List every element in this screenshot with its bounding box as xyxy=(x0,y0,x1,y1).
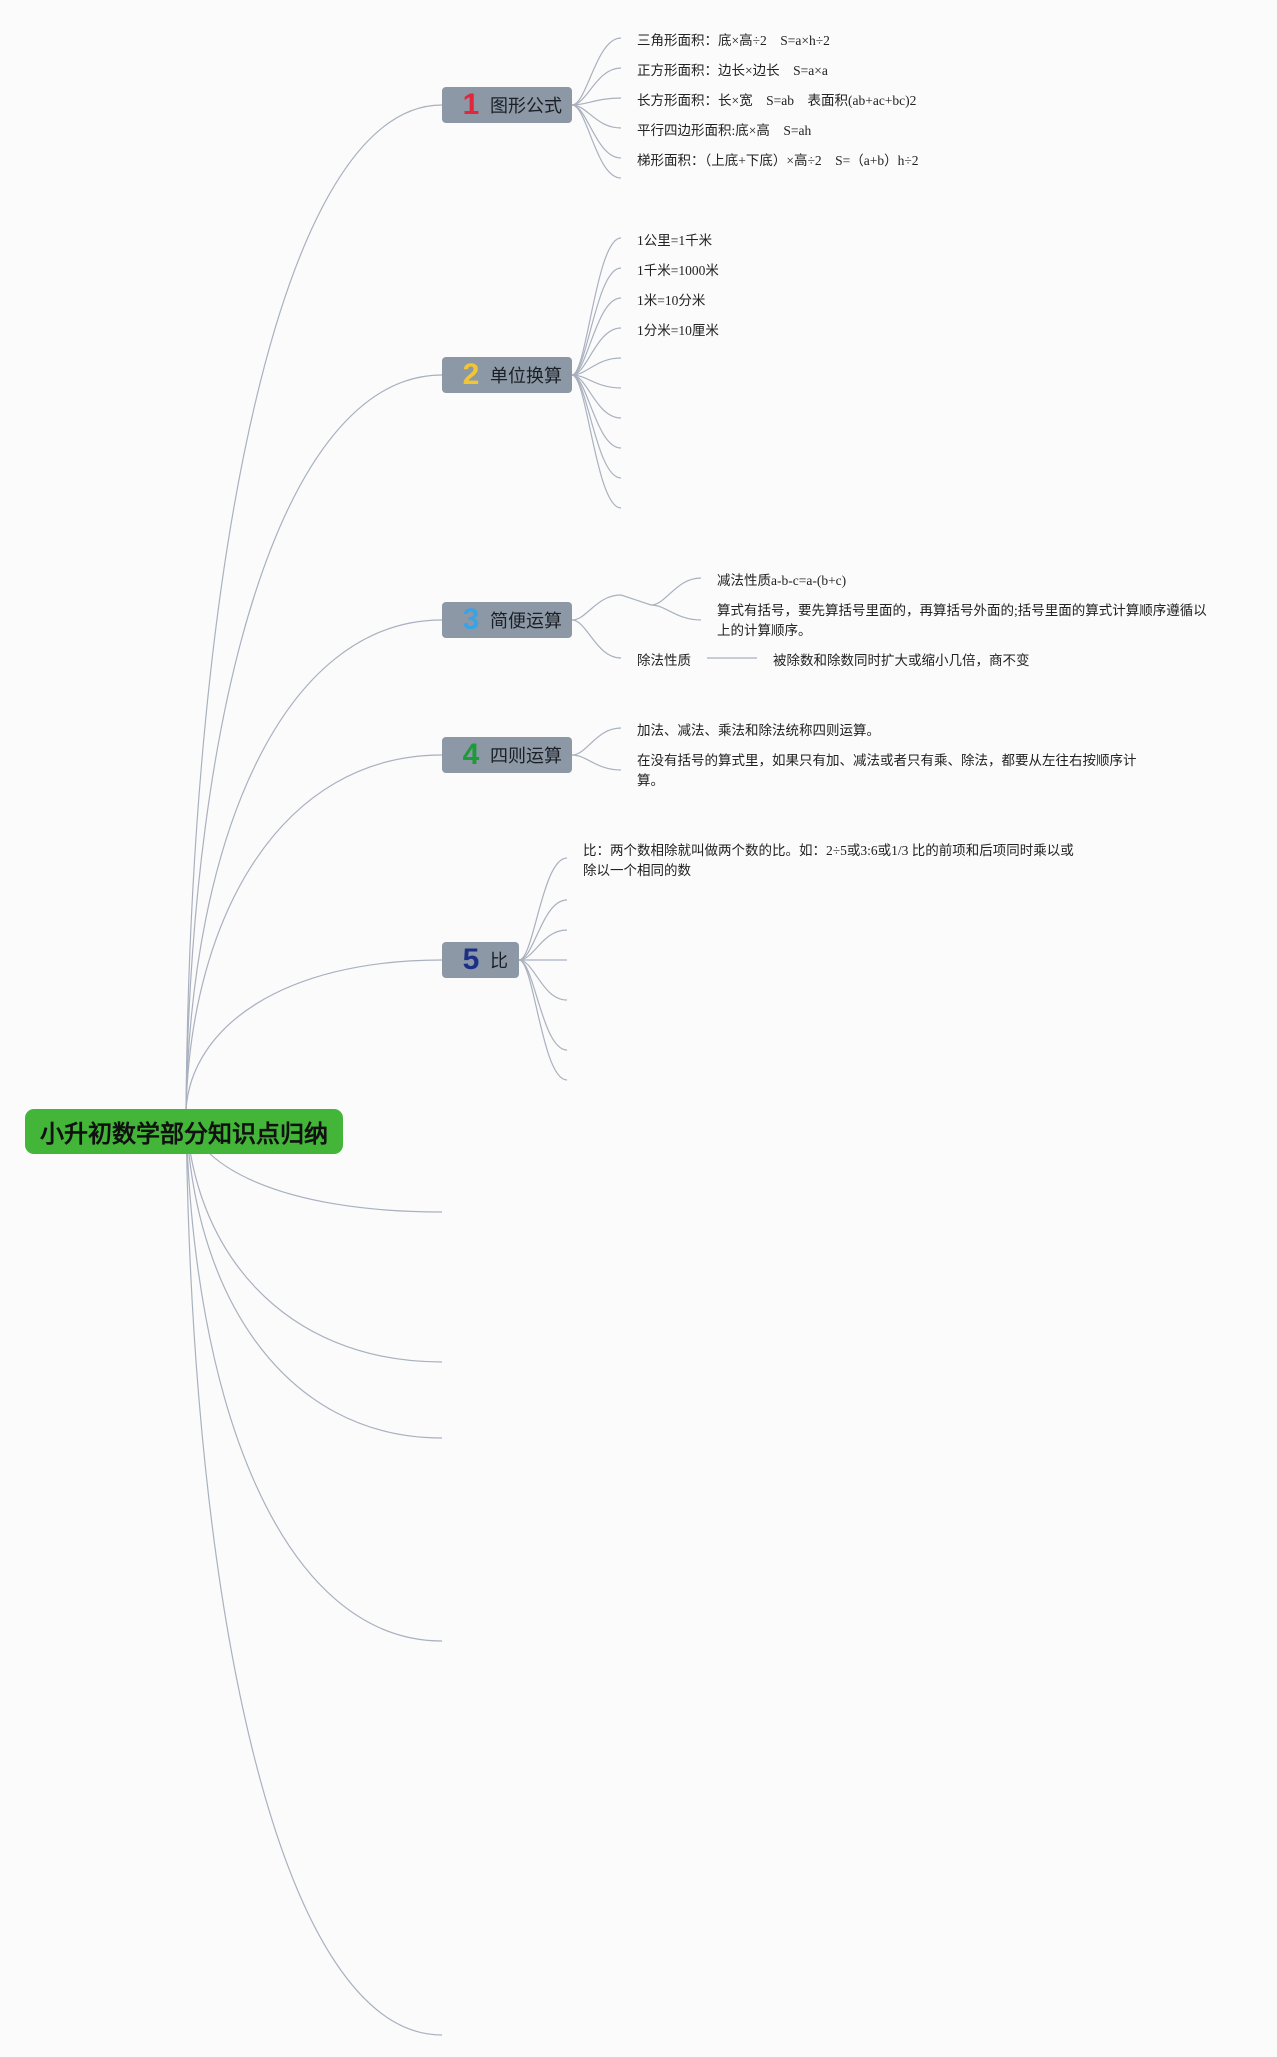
leaf-m-dm[interactable]: 1米=10分米 xyxy=(637,293,706,308)
leaf-connector xyxy=(620,594,652,606)
leaf-parallelogram-area[interactable]: 平行四边形面积:底×高 S=ah xyxy=(637,123,812,138)
leaf-km-m[interactable]: 1千米=1000米 xyxy=(637,263,719,278)
leaf-connector xyxy=(571,327,622,376)
leaf-dm-cm[interactable]: 1分米=10厘米 xyxy=(637,323,719,338)
leaf-connector xyxy=(571,754,622,771)
leaf-connector xyxy=(571,727,622,756)
leaf-connector xyxy=(571,374,622,509)
leaf-square-area[interactable]: 正方形面积：边长×边长 S=a×a xyxy=(637,63,828,78)
root-topic[interactable]: 小升初数学部分知识点归纳 xyxy=(25,1109,343,1154)
root-connector xyxy=(185,104,443,1111)
root-connector xyxy=(185,1109,443,1363)
leaf-connector xyxy=(571,237,622,376)
leaf-ratio-definition[interactable]: 比：两个数相除就叫做两个数的比。如：2÷5或3:6或1/3 比的前项和后项同时乘… xyxy=(583,843,1074,878)
root-connector xyxy=(185,1109,443,2036)
leaf-connector xyxy=(518,929,568,961)
branch-label: 图形公式 xyxy=(490,96,562,117)
root-connector xyxy=(185,619,443,1111)
branch-formulas[interactable]: 1 图形公式 xyxy=(442,87,572,123)
branch-number-4: 4 xyxy=(462,738,480,771)
branch-label: 单位换算 xyxy=(490,366,562,387)
branch-ratio[interactable]: 5 比 xyxy=(442,942,519,978)
leaf-connector xyxy=(518,857,568,961)
leaf-rectangle-area[interactable]: 长方形面积：长×宽 S=ab 表面积(ab+ac+bc)2 xyxy=(637,93,917,108)
leaf-km[interactable]: 1公里=1千米 xyxy=(637,233,713,248)
leaf-connector xyxy=(571,297,622,376)
leaf-connector xyxy=(571,104,622,179)
leaf-left-to-right-order[interactable]: 在没有括号的算式里，如果只有加、减法或者只有乘、除法，都要从左往右按顺序计算。 xyxy=(637,753,1137,788)
leaf-trapezoid-area[interactable]: 梯形面积：（上底+下底）×高÷2 S=（a+b）h÷2 xyxy=(637,153,919,168)
branch-number-5: 5 xyxy=(462,943,480,976)
leaf-connector xyxy=(650,604,702,621)
leaf-connector xyxy=(571,357,622,376)
leaf-division-property[interactable]: 除法性质 xyxy=(637,653,691,668)
leaf-connector xyxy=(571,97,622,106)
branch-number-1: 1 xyxy=(462,88,480,121)
leaf-division-rule[interactable]: 被除数和除数同时扩大或缩小几倍，商不变 xyxy=(773,653,1030,668)
leaf-connector xyxy=(571,619,622,659)
leaf-connector xyxy=(571,267,622,376)
leaf-triangle-area[interactable]: 三角形面积：底×高÷2 S=a×h÷2 xyxy=(637,33,830,48)
root-connector xyxy=(185,374,443,1111)
branch-simplified-calc[interactable]: 3 简便运算 xyxy=(442,602,572,638)
branch-label: 四则运算 xyxy=(490,746,562,767)
branch-number-2: 2 xyxy=(462,358,480,391)
leaf-subtraction-property[interactable]: 减法性质a-b-c=a-(b+c) xyxy=(717,573,847,588)
branch-number-3: 3 xyxy=(462,603,480,636)
leaf-connector xyxy=(650,577,702,606)
root-connector xyxy=(185,1109,443,1439)
leaf-connector xyxy=(518,959,568,1001)
leaf-connector xyxy=(571,374,622,419)
root-topic-label: 小升初数学部分知识点归纳 xyxy=(40,1120,328,1148)
leaf-connector xyxy=(571,67,622,106)
branch-four-operations[interactable]: 4 四则运算 xyxy=(442,737,572,773)
root-connector xyxy=(185,1109,443,1642)
leaf-connector xyxy=(571,374,622,479)
leaf-four-ops-definition[interactable]: 加法、减法、乘法和除法统称四则运算。 xyxy=(637,723,880,738)
branch-label: 简便运算 xyxy=(490,611,562,632)
leaf-connector xyxy=(571,37,622,106)
leaf-connector xyxy=(518,899,568,961)
leaf-parentheses-order[interactable]: 算式有括号，要先算括号里面的，再算括号外面的;括号里面的算式计算顺序遵循以上的计… xyxy=(717,603,1207,638)
root-connector xyxy=(185,754,443,1111)
branch-label: 比 xyxy=(490,951,508,972)
root-connector xyxy=(185,959,443,1111)
branch-unit-conversion[interactable]: 2 单位换算 xyxy=(442,357,572,393)
leaf-connector xyxy=(518,959,568,1081)
leaf-connector xyxy=(571,594,622,621)
